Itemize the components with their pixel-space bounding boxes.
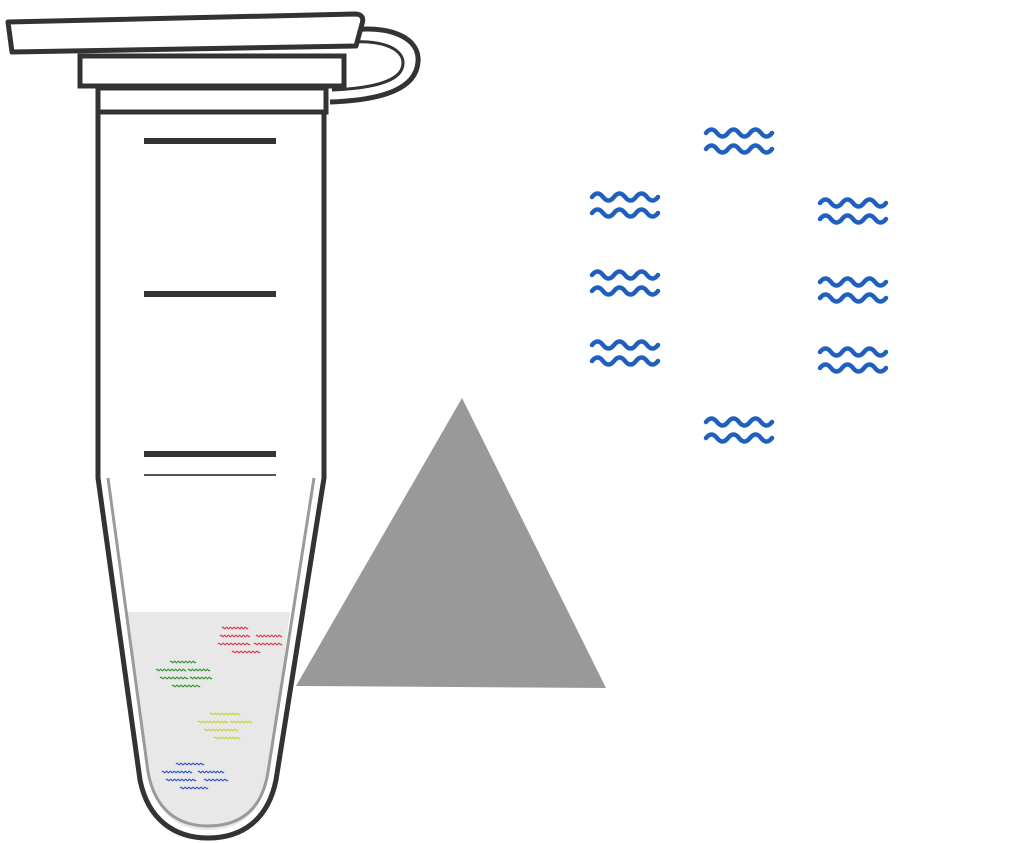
dna-fragment (197, 770, 225, 774)
dna-strand-icon (817, 276, 889, 304)
lid-hinge-inner (331, 40, 405, 92)
tube-lid (5, 11, 421, 115)
dna-strand-icon (589, 269, 661, 297)
dna-strand-line (703, 432, 775, 444)
dna-fragment (221, 626, 249, 630)
dna-strand-icon (589, 191, 661, 219)
dna-fragment (165, 778, 197, 782)
dna-strand-line (817, 362, 889, 374)
tube-collar (95, 85, 329, 115)
dna-fragment (209, 712, 241, 716)
dna-strand-line (817, 197, 889, 209)
dna-strand-icon (817, 346, 889, 374)
dna-strand-line (703, 416, 775, 428)
dna-strand-line (589, 191, 661, 203)
dna-strand-icon (703, 416, 775, 444)
dna-fragment (255, 634, 283, 638)
graduation-mark (144, 138, 276, 144)
dna-strand-icon (817, 197, 889, 225)
dna-strand-line (703, 143, 775, 155)
arrow-triangle (296, 398, 606, 688)
lid-rim (77, 53, 347, 89)
dna-fragment (169, 660, 197, 664)
dna-strand-line (589, 269, 661, 281)
dna-strand-icon (589, 339, 661, 367)
dna-fragment (213, 736, 241, 740)
liquid-sample (126, 612, 290, 830)
dna-fragment (187, 668, 211, 672)
graduation-mark (144, 451, 276, 457)
dna-fragment (203, 728, 239, 732)
dna-strand-line (589, 355, 661, 367)
dna-fragment (219, 634, 251, 638)
blue-dna-strands (589, 127, 889, 444)
dna-fragment (217, 642, 251, 646)
dna-strand-line (817, 213, 889, 225)
dna-strand-line (589, 207, 661, 219)
graduation-mark (144, 291, 276, 297)
dna-strand-line (589, 285, 661, 297)
dna-fragment (171, 684, 201, 688)
dna-strand-line (703, 127, 775, 139)
dna-fragment-cluster (155, 660, 213, 688)
dna-fragment (161, 770, 193, 774)
dna-fragment (189, 676, 213, 680)
dna-fragment (159, 676, 189, 680)
dna-strand-line (817, 346, 889, 358)
dna-fragment (197, 720, 229, 724)
dna-fragment (175, 762, 205, 766)
mixed-dna-fragments (155, 626, 283, 790)
dna-fragment (155, 668, 187, 672)
tube-outline (95, 112, 327, 841)
dna-fragment-cluster (217, 626, 283, 654)
dna-fragment-cluster (161, 762, 229, 790)
dna-fragment (253, 642, 283, 646)
dna-strand-line (817, 276, 889, 288)
dna-fragment-cluster (197, 712, 253, 740)
dna-strand-icon (703, 127, 775, 155)
graduation-marks (144, 138, 276, 476)
dna-strand-line (817, 292, 889, 304)
dna-fragment (229, 720, 253, 724)
dna-fragment (231, 650, 261, 654)
graduation-mark-thin (144, 474, 276, 476)
lid-cap (5, 11, 366, 55)
tube-inner-wall (106, 477, 316, 828)
dna-fragment (179, 786, 209, 790)
microcentrifuge-tube (95, 112, 327, 841)
lid-hinge (329, 26, 421, 105)
dna-strand-line (589, 339, 661, 351)
dna-fragment (203, 778, 229, 782)
